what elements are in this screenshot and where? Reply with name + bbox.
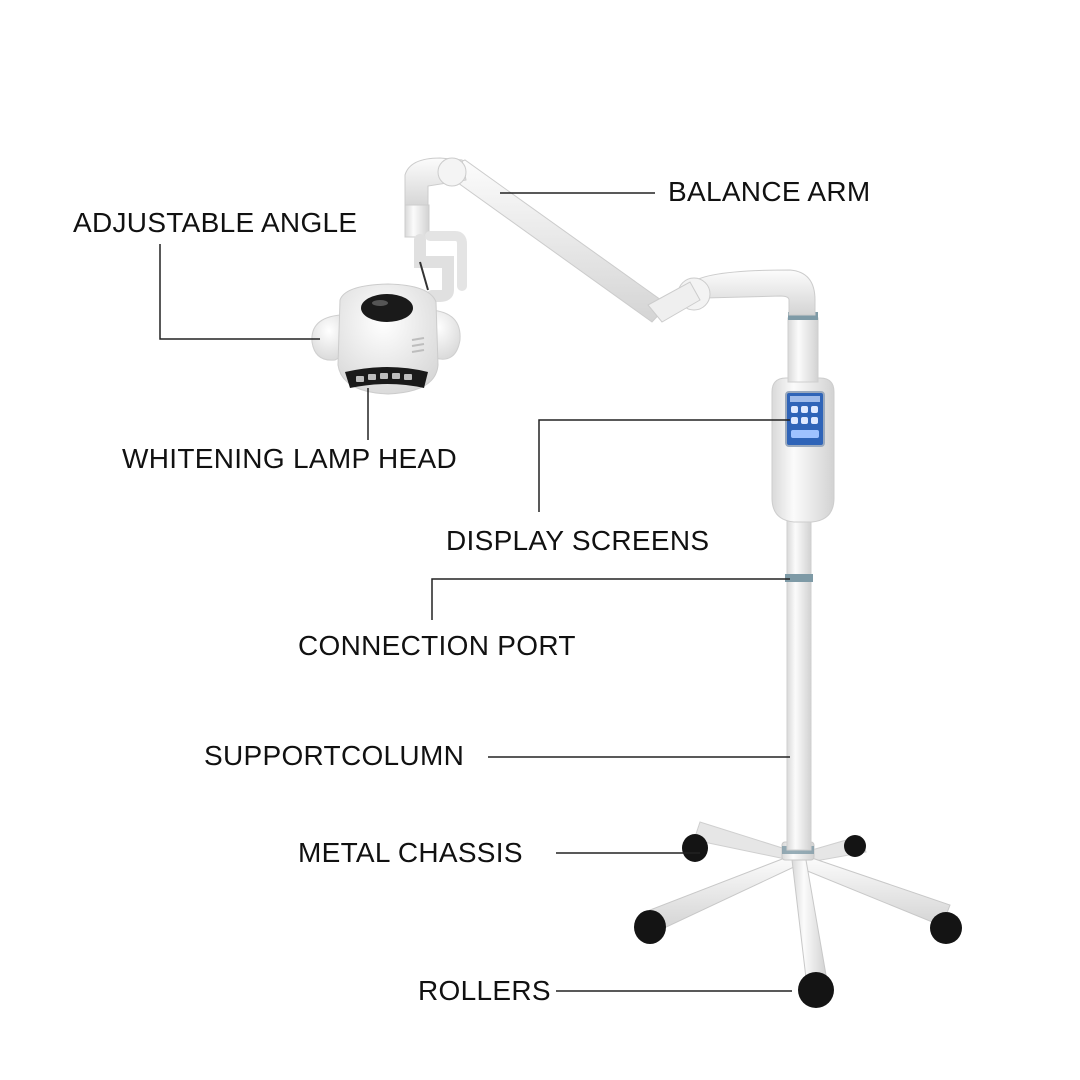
caster-front-left — [634, 910, 666, 944]
display-housing — [771, 377, 835, 523]
leader-display-screens — [538, 419, 790, 512]
balance-arm — [404, 157, 816, 323]
label-whitening-lamp-head: WHITENING LAMP HEAD — [122, 443, 458, 474]
rollers — [634, 834, 962, 1008]
label-display-screens: DISPLAY SCREENS — [446, 525, 710, 556]
caster-front-right — [930, 912, 962, 944]
leader-connection-port — [431, 578, 790, 620]
caster-back-left — [682, 834, 708, 862]
label-support-column: SUPPORTCOLUMN — [204, 740, 465, 771]
label-adjustable-angle: ADJUSTABLE ANGLE — [73, 207, 358, 238]
caster-back-right — [844, 835, 866, 857]
label-balance-arm: BALANCE ARM — [668, 176, 871, 207]
caster-front — [798, 972, 834, 1008]
support-column — [785, 499, 813, 851]
label-metal-chassis: METAL CHASSIS — [298, 837, 523, 868]
connection-port-ring — [785, 574, 813, 582]
whitening-lamp-head — [311, 283, 461, 395]
label-rollers: ROLLERS — [418, 975, 551, 1006]
label-connection-port: CONNECTION PORT — [298, 630, 576, 661]
leader-lines — [159, 192, 792, 992]
leader-adjustable-angle — [159, 244, 320, 340]
